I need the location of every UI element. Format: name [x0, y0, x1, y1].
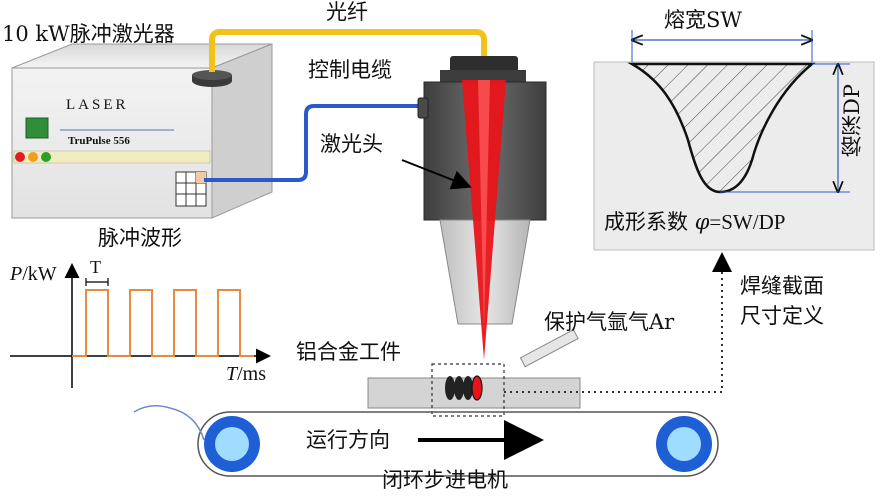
- section-definition-line1: 焊缝截面: [740, 274, 824, 298]
- conveyor: [197, 411, 719, 477]
- laser-device: [11, 43, 273, 219]
- laser-status-square: [25, 117, 49, 139]
- orange-indicator-light: [28, 152, 38, 162]
- fiber-label: 光纤: [326, 0, 368, 24]
- motor-label: 闭环步进电机: [382, 468, 508, 492]
- pulse-train: [72, 289, 254, 357]
- conveyor-direction-label: 运行方向: [306, 428, 390, 452]
- workpiece-label: 铝合金工件: [296, 340, 401, 364]
- t-axis-label: T/ms: [226, 363, 267, 385]
- device-brand: LASER: [66, 97, 129, 113]
- pulse-waveform-label: 脉冲波形: [98, 226, 182, 250]
- gas-nozzle: [519, 329, 579, 368]
- shielding-gas-label: 保护气氩气Ar: [544, 310, 675, 334]
- forming-coefficient-label: 成形系数 φ=SW/DP: [604, 210, 786, 234]
- weld-cross-section: [593, 30, 875, 251]
- weld-detail-box: [431, 363, 505, 417]
- weld-seam: [445, 375, 483, 401]
- control-cable: [204, 104, 424, 182]
- laser-head-pointer: [401, 159, 472, 190]
- cable-connector: [417, 97, 429, 119]
- laser-power-label: 10 kW脉冲激光器: [2, 22, 175, 46]
- period-label: T: [90, 257, 101, 277]
- control-cable-label: 控制电缆: [308, 58, 392, 82]
- motor-cable: [133, 405, 205, 441]
- p-axis-label: P/kW: [10, 263, 57, 285]
- section-link-arrow: [504, 252, 732, 393]
- weld-width-label: 熔宽SW: [664, 8, 742, 32]
- weld-depth-label: 熔深DP: [840, 84, 864, 157]
- pulse-waveform-plot: [10, 263, 271, 388]
- section-definition-line2: 尺寸定义: [740, 304, 824, 328]
- optical-fiber: [209, 29, 487, 72]
- red-indicator-light: [15, 152, 25, 162]
- device-model: TruPulse 556: [68, 135, 130, 147]
- laser-head-label: 激光头: [320, 132, 383, 156]
- connector-panel: [175, 171, 207, 207]
- green-indicator-light: [41, 152, 51, 162]
